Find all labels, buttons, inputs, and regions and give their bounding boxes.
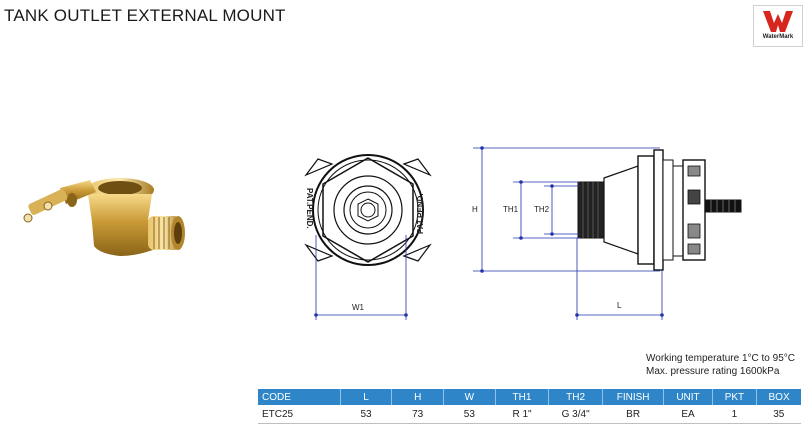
col-unit: UNIT: [663, 389, 713, 405]
watermark-w-icon: [763, 11, 793, 32]
col-th1: TH1: [495, 389, 550, 405]
col-pkt: PKT: [712, 389, 758, 405]
l-dimension: [575, 238, 664, 320]
th2-label: TH2: [534, 205, 550, 214]
w1-dimension: [314, 235, 408, 320]
page-title: TANK OUTLET EXTERNAL MOUNT: [4, 6, 286, 25]
spec-table: CODE L H W TH1 TH2 FINISH UNIT PKT BOX E…: [258, 389, 801, 424]
cell-w: 53: [443, 405, 496, 424]
w1-label: W1: [352, 303, 365, 312]
pressure-rating-note: Max. pressure rating 1600kPa: [646, 366, 780, 377]
height-dimensions: [473, 146, 660, 273]
col-th2: TH2: [548, 389, 603, 405]
col-w: W: [443, 389, 496, 405]
spec-notes: Working temperature 1°C to 95°C Max. pre…: [646, 352, 795, 378]
side-view: [577, 149, 742, 271]
col-h: H: [391, 389, 445, 405]
front-view: [304, 154, 432, 266]
pat-pend-mark-left: PAT.PEND.: [305, 188, 314, 229]
logo-text: WaterMark: [762, 34, 794, 40]
product-photo: [23, 178, 185, 256]
cell-unit: EA: [663, 405, 713, 424]
pat-pend-mark-right: PAT.PEND.: [416, 193, 425, 234]
col-code: CODE: [258, 389, 341, 405]
cell-l: 53: [340, 405, 392, 424]
working-temperature-note: Working temperature 1°C to 95°C: [646, 353, 795, 364]
watermark-logo: WaterMark: [753, 5, 803, 47]
cell-finish: BR: [602, 405, 664, 424]
th1-label: TH1: [503, 205, 519, 214]
spec-table-header: CODE L H W TH1 TH2 FINISH UNIT PKT BOX: [258, 389, 801, 405]
cell-th2: G 3/4": [548, 405, 603, 424]
col-l: L: [340, 389, 393, 405]
table-row: ETC25 53 73 53 R 1" G 3/4" BR EA 1 35: [258, 405, 801, 424]
cell-h: 73: [391, 405, 444, 424]
cell-code: ETC25: [258, 405, 341, 424]
cell-box: 35: [756, 405, 801, 424]
cell-pkt: 1: [712, 405, 757, 424]
l-label: L: [617, 301, 622, 310]
cell-th1: R 1": [495, 405, 549, 424]
col-box: BOX: [756, 389, 801, 405]
col-finish: FINISH: [602, 389, 665, 405]
technical-drawing: PAT.PEND. PAT.PEND. W1: [304, 146, 742, 320]
h-label: H: [472, 205, 478, 214]
